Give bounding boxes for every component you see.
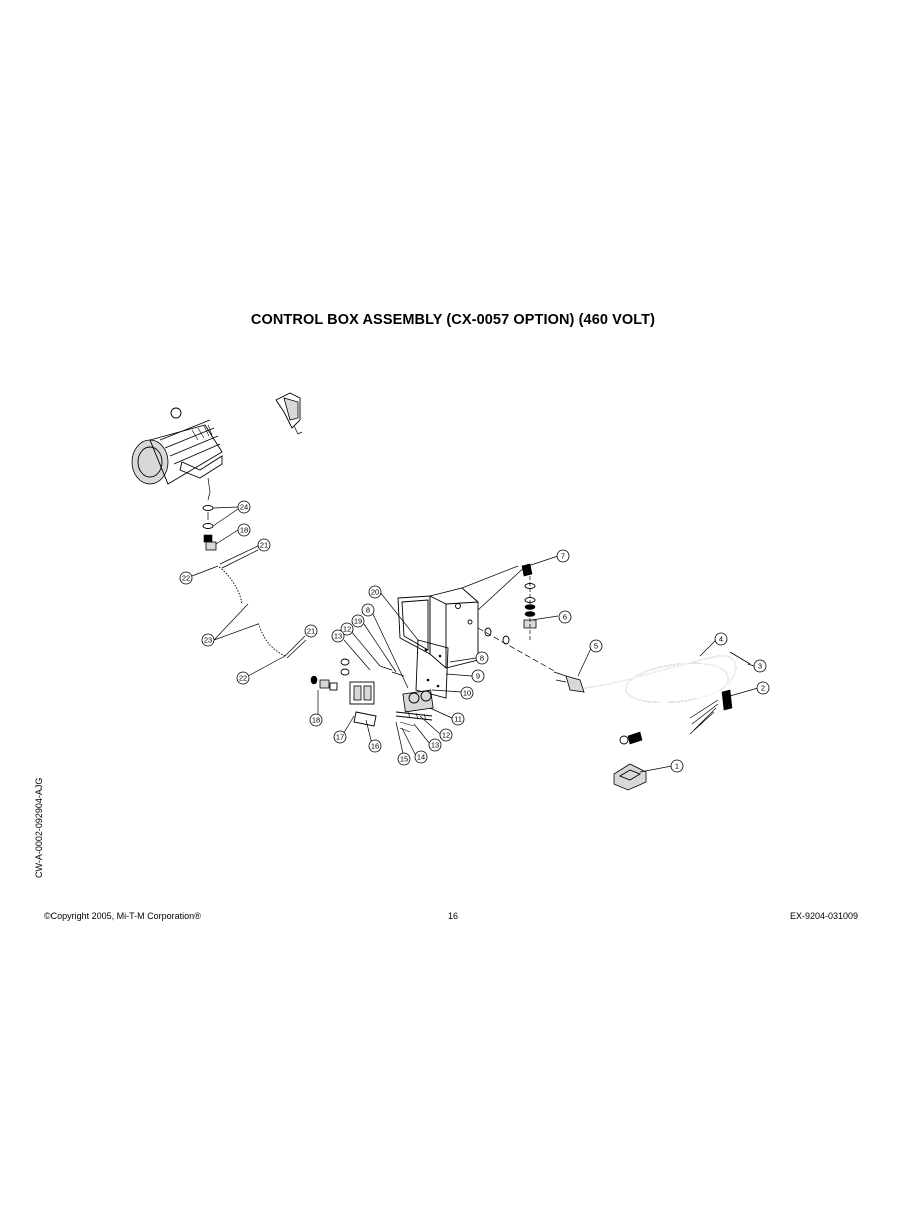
relay-part <box>349 681 377 727</box>
cord-entry-fittings <box>477 627 557 673</box>
callout-5-label: 5 <box>594 642 598 651</box>
callout-7: 7 <box>556 549 570 563</box>
document-code: EX-9204-031009 <box>789 911 858 921</box>
callout-20: 20 <box>368 585 382 599</box>
washer-stack <box>521 563 537 642</box>
callout-21a: 21 <box>257 538 271 552</box>
callout-19: 19 <box>351 614 365 628</box>
callout-9: 9 <box>471 669 485 683</box>
fitting-lower <box>310 658 350 691</box>
callout-21b-label: 21 <box>307 627 315 636</box>
cable-tie <box>729 651 751 665</box>
callout-21a-label: 21 <box>260 541 268 550</box>
callout-18b-label: 18 <box>312 716 320 725</box>
callout-22b-label: 22 <box>239 674 247 683</box>
callout-21b: 21 <box>304 624 318 638</box>
callout-23: 23 <box>201 633 215 647</box>
callout-15: 15 <box>397 752 411 766</box>
callout-8a: 8 <box>361 603 375 617</box>
callout-1-label: 1 <box>675 762 679 771</box>
callout-8b-label: 8 <box>480 654 484 663</box>
callout-4-label: 4 <box>719 635 723 644</box>
callout-22b: 22 <box>236 671 250 685</box>
coiled-power-cord <box>583 655 737 735</box>
callout-17: 17 <box>333 730 347 744</box>
callout-6: 6 <box>558 610 572 624</box>
callout-24: 24 <box>237 500 251 514</box>
callout-12b-label: 12 <box>442 731 450 740</box>
drawing-code: CW-A-0002-092904-AJG <box>34 777 44 878</box>
callout-13a: 13 <box>331 629 345 643</box>
callout-23-label: 23 <box>204 636 212 645</box>
callout-13b: 13 <box>428 738 442 752</box>
plug-part <box>613 763 647 791</box>
small-clamp <box>619 731 643 745</box>
callout-15-label: 15 <box>400 755 408 764</box>
callout-3: 3 <box>753 659 767 673</box>
callout-22a-label: 22 <box>182 574 190 583</box>
callout-16: 16 <box>368 739 382 753</box>
callout-12a-label: 12 <box>343 625 351 634</box>
callout-8b: 8 <box>475 651 489 665</box>
callout-22a: 22 <box>179 571 193 585</box>
callout-12b: 12 <box>439 728 453 742</box>
callout-2-label: 2 <box>761 684 765 693</box>
contactor-part <box>395 689 434 721</box>
callout-24-label: 24 <box>240 503 248 512</box>
callout-3-label: 3 <box>758 662 762 671</box>
conduit-lower <box>256 621 307 659</box>
callout-16-label: 16 <box>371 742 379 751</box>
back-panel <box>415 639 449 699</box>
callout-13a-label: 13 <box>334 632 342 641</box>
conduit-upper <box>217 545 259 605</box>
screws <box>379 665 415 733</box>
callout-20-label: 20 <box>371 588 379 597</box>
callout-18a-label: 18 <box>240 526 248 535</box>
callout-18a: 18 <box>237 523 251 537</box>
callout-13b-label: 13 <box>431 741 439 750</box>
callout-10: 10 <box>460 686 474 700</box>
page-title: CONTROL BOX ASSEMBLY (CX-0057 OPTION) (4… <box>250 312 656 328</box>
leader-lines <box>191 506 759 773</box>
callout-18b: 18 <box>309 713 323 727</box>
callout-10-label: 10 <box>463 689 471 698</box>
callout-9-label: 9 <box>476 672 480 681</box>
callout-1: 1 <box>670 759 684 773</box>
callout-7-label: 7 <box>561 552 565 561</box>
callout-17-label: 17 <box>336 733 344 742</box>
callout-11: 11 <box>451 712 465 726</box>
bracket-part <box>275 392 303 435</box>
fitting-stack <box>202 505 217 551</box>
cord-grip <box>553 671 585 693</box>
callout-14-label: 14 <box>417 753 425 762</box>
label-tag <box>721 689 733 711</box>
callout-4: 4 <box>714 632 728 646</box>
callout-11-label: 11 <box>454 715 462 724</box>
motor-part <box>131 407 223 501</box>
callout-12a: 12 <box>340 622 354 636</box>
callout-8a-label: 8 <box>366 606 370 615</box>
callout-5: 5 <box>589 639 603 653</box>
callout-6-label: 6 <box>563 613 567 622</box>
callout-14: 14 <box>414 750 428 764</box>
callout-2: 2 <box>756 681 770 695</box>
callout-19-label: 19 <box>354 617 362 626</box>
page-number: 16 <box>447 911 458 921</box>
copyright-notice: ©Copyright 2005, Mi-T-M Corporation® <box>44 911 201 921</box>
